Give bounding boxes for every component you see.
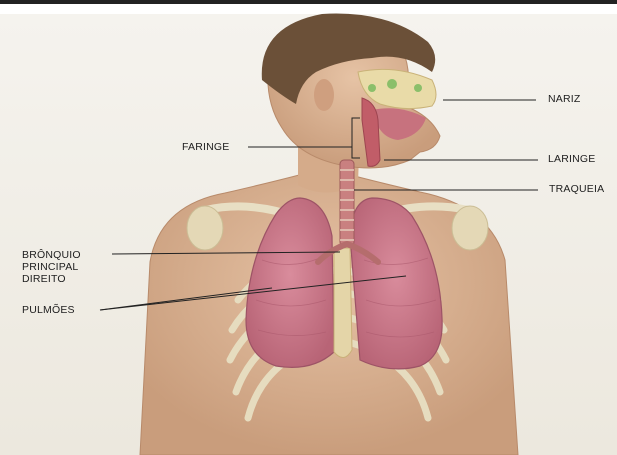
label-laringe: LARINGE [548, 153, 596, 165]
label-bronquio-principal-direito: BRÔNQUIO PRINCIPAL DIREITO [22, 249, 81, 285]
label-faringe: FARINGE [182, 141, 230, 153]
shoulder-joint-right [187, 206, 223, 250]
sinus-blob-2 [414, 84, 422, 92]
trachea [340, 160, 354, 246]
top-border [0, 0, 617, 4]
ear [314, 79, 334, 111]
label-traqueia: TRAQUEIA [549, 183, 617, 195]
label-nariz: NARIZ [548, 93, 581, 105]
shoulder-joint-left [452, 206, 488, 250]
label-pulmoes: PULMÕES [22, 304, 75, 316]
sinus-blob-3 [368, 84, 376, 92]
sternum [334, 248, 352, 358]
sinus-blob-1 [387, 79, 397, 89]
